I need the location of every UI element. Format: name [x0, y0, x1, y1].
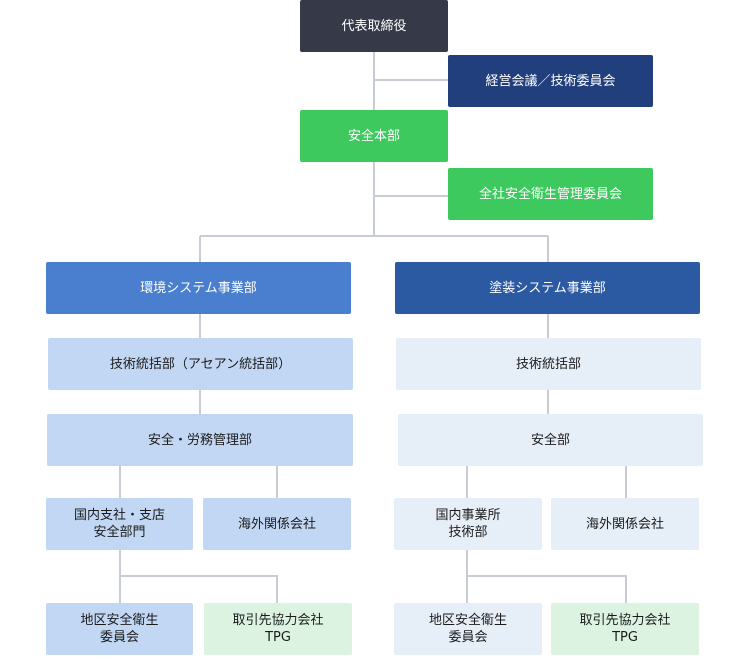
coating-overseas-label: 海外関係会社 [585, 516, 664, 532]
environment-tech-dept-box: 技術統括部（アセアン統括部） [48, 338, 353, 390]
coating-overseas-box: 海外関係会社 [551, 498, 699, 550]
environment-tech-dept-label: 技術統括部（アセアン統括部） [109, 356, 292, 372]
environment-regional-committee-box: 地区安全衛生 委員会 [46, 603, 193, 655]
management-meeting-label: 経営会議／技術委員会 [485, 73, 616, 89]
coating-partner-label-1: 取引先協力会社 [579, 613, 671, 628]
ceo-box: 代表取締役 [300, 0, 448, 52]
coating-domestic-label-1: 国内事業所 [435, 508, 501, 523]
environment-domestic-box: 国内支社・支店 安全部門 [46, 498, 193, 550]
coating-safety-dept-label: 安全部 [530, 432, 570, 448]
environment-partner-label-2: TPG [265, 630, 291, 645]
coat-lower-branch [467, 575, 627, 603]
environment-regional-committee-label-1: 地区安全衛生 [80, 613, 159, 628]
coating-regional-committee-label-1: 地区安全衛生 [428, 613, 507, 628]
environment-overseas-box: 海外関係会社 [203, 498, 351, 550]
coating-regional-committee-box: 地区安全衛生 委員会 [394, 603, 542, 655]
environment-safety-dept-box: 安全・労務管理部 [47, 414, 353, 466]
environment-division-label: 環境システム事業部 [140, 280, 257, 296]
environment-division-box: 環境システム事業部 [46, 262, 351, 314]
safety-hq-label: 安全本部 [347, 128, 400, 144]
environment-partner-box: 取引先協力会社 TPG [204, 603, 352, 655]
coating-regional-committee-label-2: 委員会 [448, 630, 488, 645]
environment-partner-label-1: 取引先協力会社 [232, 613, 324, 628]
environment-domestic-label-2: 安全部門 [93, 525, 146, 540]
coating-tech-dept-label: 技術統括部 [515, 356, 581, 372]
coating-partner-label-2: TPG [612, 630, 638, 645]
environment-safety-dept-label: 安全・労務管理部 [147, 432, 252, 448]
safety-committee-label: 全社安全衛生管理委員会 [478, 186, 622, 202]
environment-regional-committee-label-2: 委員会 [99, 630, 139, 645]
coating-tech-dept-box: 技術統括部 [396, 338, 701, 390]
safety-committee-box: 全社安全衛生管理委員会 [448, 168, 653, 220]
coating-partner-box: 取引先協力会社 TPG [551, 603, 699, 655]
management-meeting-box: 経営会議／技術委員会 [448, 55, 653, 107]
env-lower-branch [120, 575, 278, 603]
coating-division-box: 塗装システム事業部 [395, 262, 700, 314]
ceo-label: 代表取締役 [341, 18, 407, 34]
coating-division-label: 塗装システム事業部 [489, 280, 606, 296]
coating-safety-dept-box: 安全部 [398, 414, 703, 466]
coating-domestic-label-2: 技術部 [448, 525, 488, 540]
coating-domestic-box: 国内事業所 技術部 [394, 498, 542, 550]
environment-overseas-label: 海外関係会社 [237, 516, 316, 532]
safety-hq-box: 安全本部 [300, 110, 448, 162]
environment-domestic-label-1: 国内支社・支店 [73, 508, 165, 523]
